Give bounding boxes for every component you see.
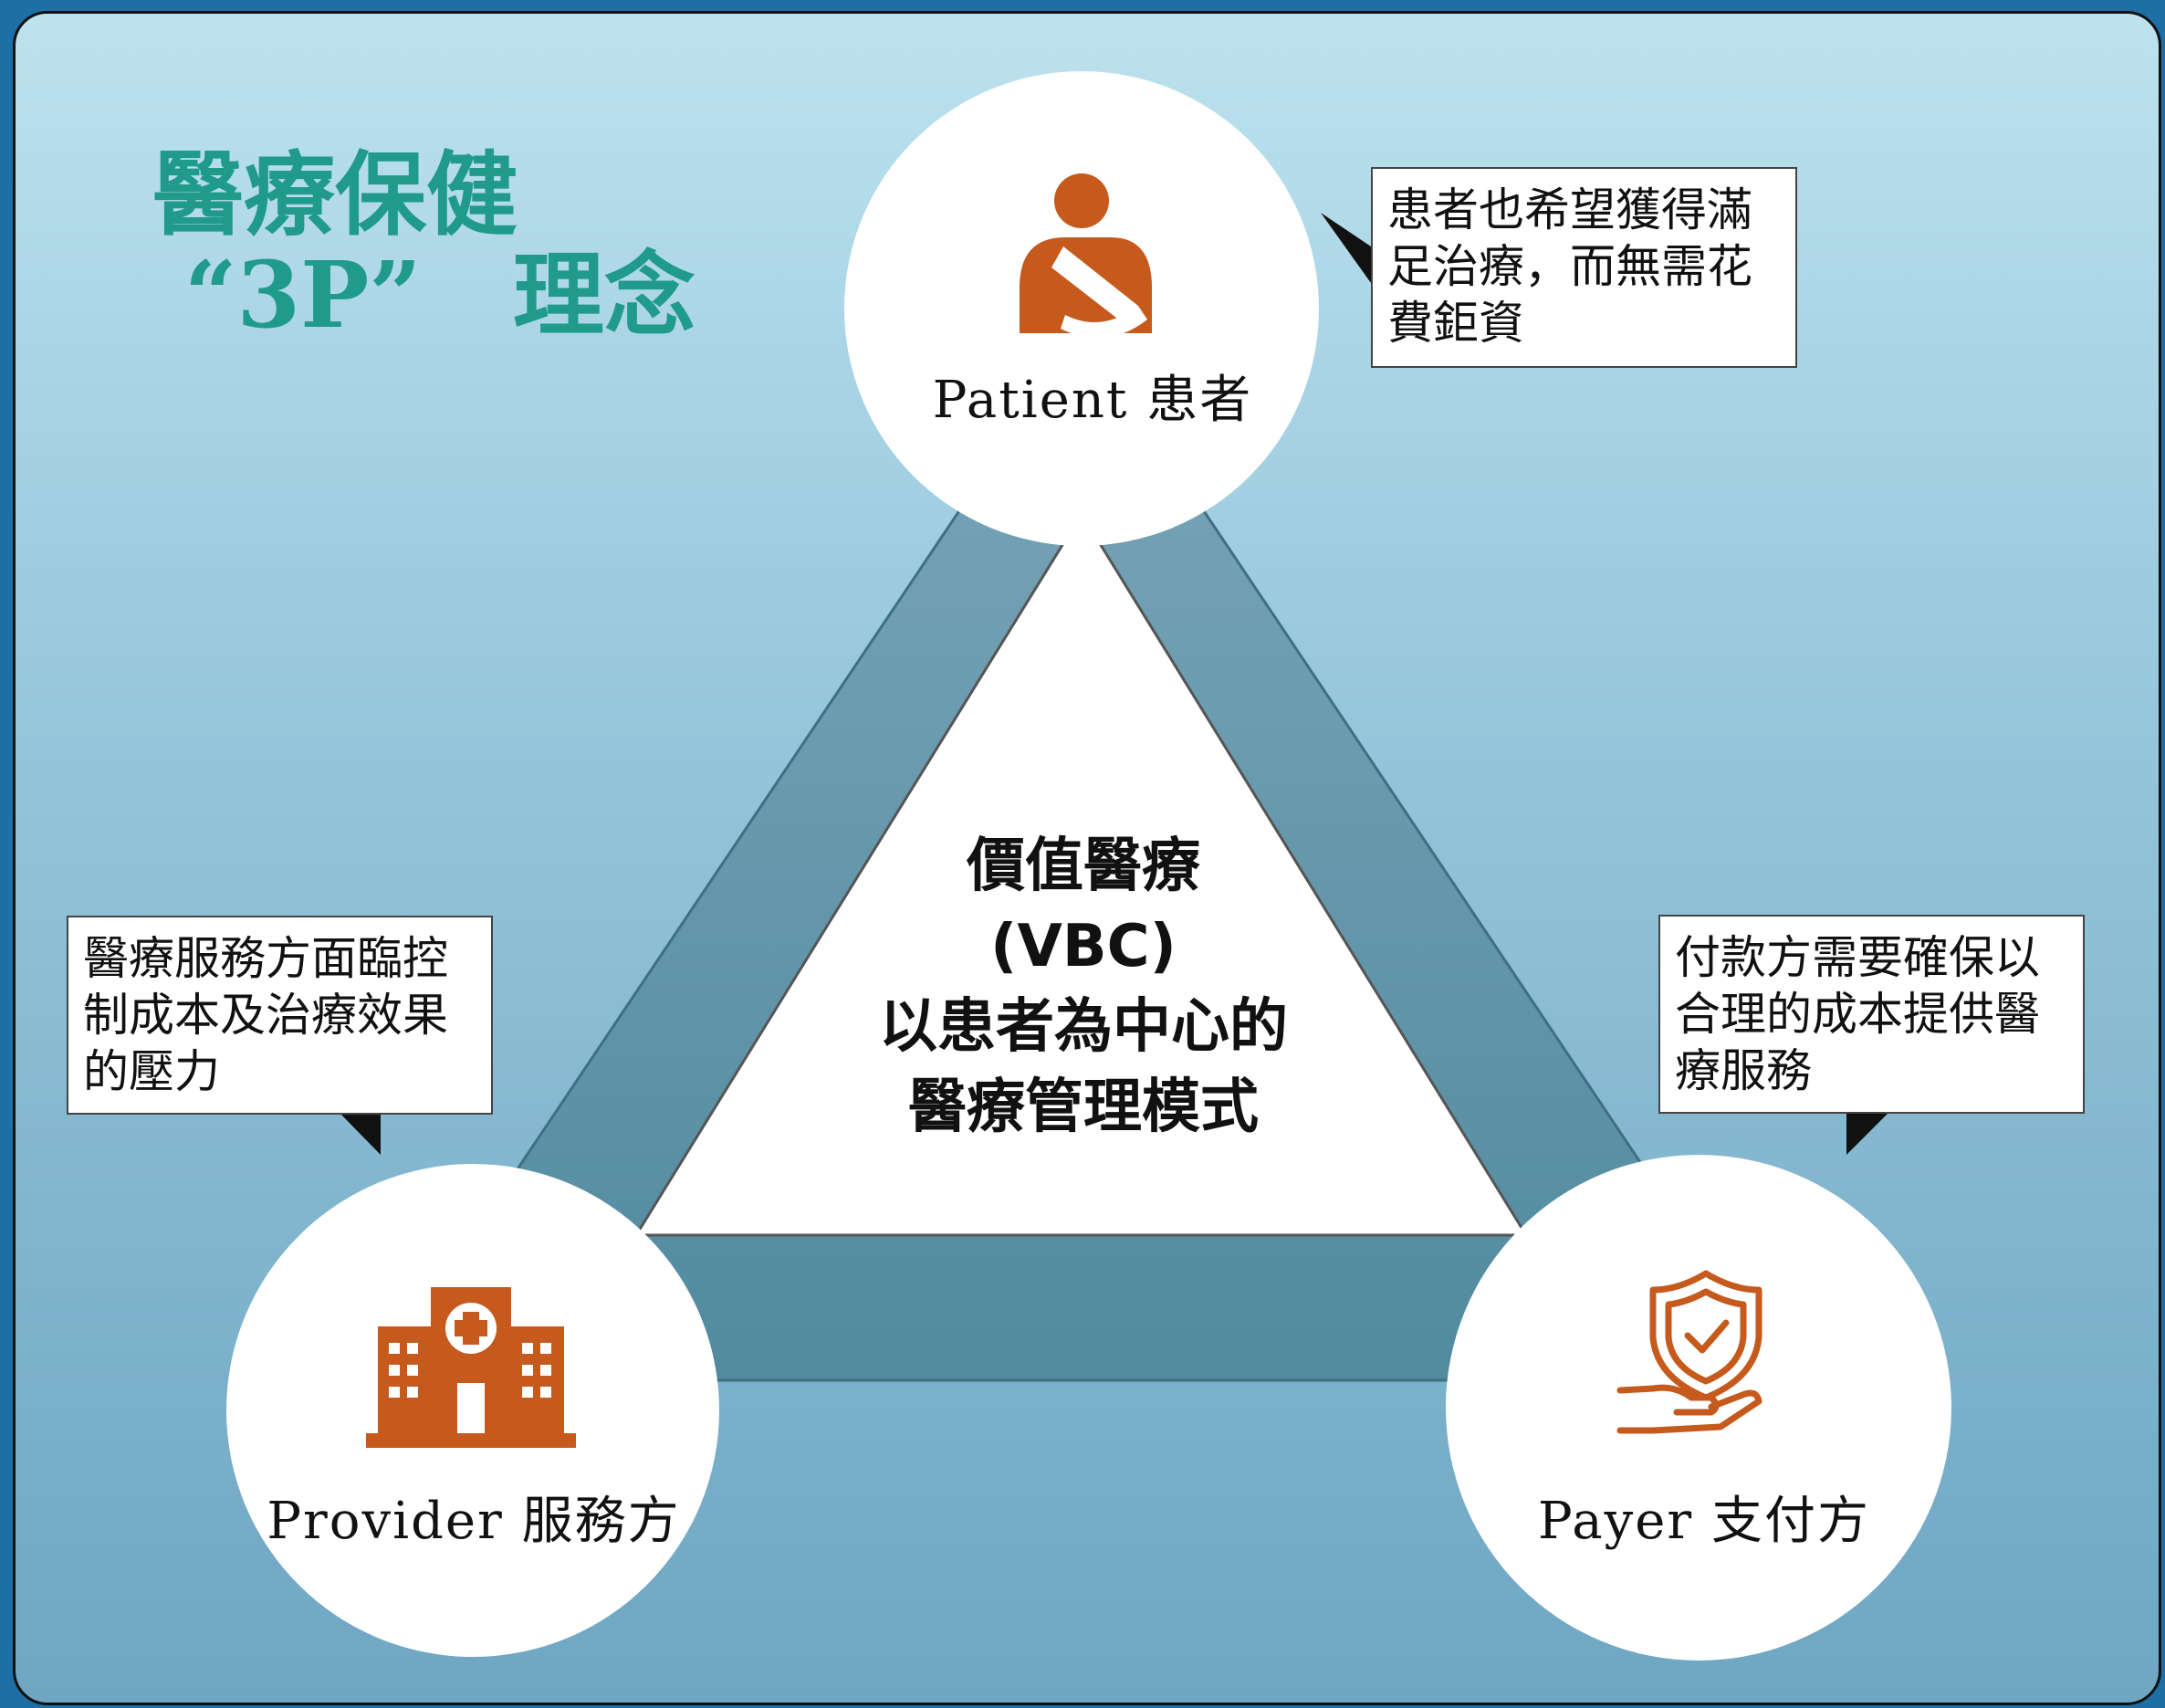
center-text-line-1: 價值醫療 bbox=[967, 833, 1200, 900]
patient-callout: 患者也希望獲得滿 足治療，而無需花 費鉅資 bbox=[1371, 167, 1797, 368]
callout-line: 療服務 bbox=[1675, 1044, 1812, 1097]
patient-label: Patient 患者 bbox=[932, 371, 1253, 430]
center-text-line-3: 以患者為中心的 bbox=[879, 993, 1288, 1061]
injured-person-arm-sling-icon bbox=[1020, 173, 1152, 339]
slide-canvas: 醫療保健 “3P” 理念 患者也希望獲得滿 足治療，而無需花 費鉅資 醫療服務方… bbox=[13, 11, 2161, 1705]
payer-circle bbox=[1446, 1155, 1951, 1661]
hand-holding-shield-icon bbox=[1616, 1270, 1762, 1434]
hospital-building-icon bbox=[366, 1287, 576, 1448]
title-line-1: 醫療保健 bbox=[152, 141, 518, 248]
payer-callout-pointer bbox=[1846, 1113, 1888, 1155]
provider-callout: 醫療服務方面臨控 制成本及治療效果 的壓力 bbox=[67, 916, 493, 1115]
center-text-line-4: 醫療管理模式 bbox=[908, 1074, 1259, 1141]
callout-line: 合理的成本提供醫 bbox=[1675, 988, 2040, 1041]
callout-line: 的壓力 bbox=[83, 1045, 220, 1098]
center-text-line-2: (VBC) bbox=[990, 913, 1177, 980]
callout-line: 費鉅資 bbox=[1387, 297, 1524, 350]
callout-line: 醫療服務方面臨控 bbox=[83, 932, 448, 985]
callout-line: 足治療，而無需花 bbox=[1387, 240, 1752, 293]
provider-label: Provider 服務方 bbox=[267, 1492, 681, 1551]
title-line-2: “3P” 理念 bbox=[184, 241, 696, 349]
three-p-diagram bbox=[226, 71, 1951, 1661]
center-triangle bbox=[633, 511, 1529, 1237]
callout-line: 付款方需要確保以 bbox=[1675, 931, 2040, 984]
provider-callout-pointer bbox=[340, 1113, 381, 1155]
callout-line: 患者也希望獲得滿 bbox=[1387, 183, 1752, 236]
payer-callout: 付款方需要確保以 合理的成本提供醫 療服務 bbox=[1658, 915, 2085, 1114]
patient-callout-pointer bbox=[1321, 213, 1371, 283]
payer-label: Payer 支付方 bbox=[1538, 1492, 1870, 1551]
callout-line: 制成本及治療效果 bbox=[83, 989, 448, 1042]
